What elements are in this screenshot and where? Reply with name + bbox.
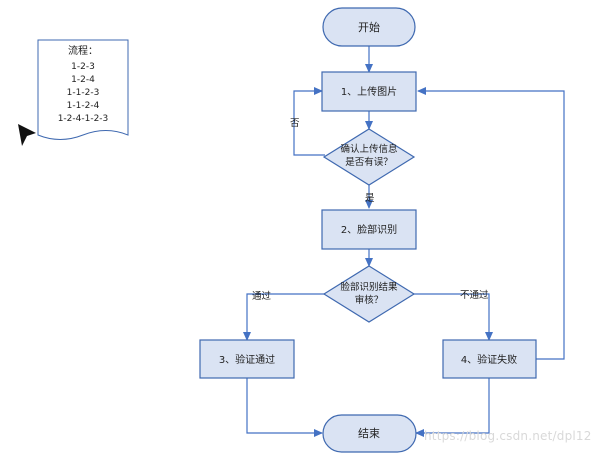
fail-box [442, 339, 537, 379]
edge-result-pass [243, 293, 325, 341]
face-box [321, 209, 417, 250]
edge-result-fail [413, 293, 493, 341]
note-line: 1-2-4-1-2-3 [58, 114, 109, 124]
node-result: 脸部识别结果 审核？ [322, 265, 416, 323]
confirm-label-line2: 是否有误？ [345, 156, 393, 168]
result-label-line1: 脸部识别结果 [340, 281, 398, 293]
start-terminal [322, 7, 416, 47]
node-pass: 3、验证通过 [199, 339, 295, 379]
start-label: 开始 [358, 20, 380, 34]
edge-label-pass: 通过 [252, 290, 272, 302]
edge-label-yes: 是 [365, 193, 375, 204]
node-face: 2、脸部识别 [321, 209, 417, 250]
pass-label: 3、验证通过 [219, 353, 275, 366]
fail-label: 4、验证失败 [461, 353, 517, 366]
pass-box [199, 339, 295, 379]
node-upload: 1、上传图片 [321, 71, 417, 112]
edge-label-no: 否 [290, 118, 300, 129]
node-fail: 4、验证失败 [442, 339, 537, 379]
note-line: 1-2-4 [71, 75, 95, 85]
note-line: 1-1-2-4 [67, 101, 100, 111]
upload-box [321, 71, 417, 112]
edge-fail-retry [417, 87, 565, 360]
face-label: 2、脸部识别 [341, 223, 397, 236]
confirm-diamond [322, 128, 416, 186]
result-label-line2: 审核？ [355, 294, 384, 306]
edge-pass-end [246, 378, 323, 437]
note-shape [37, 39, 129, 140]
connectors [243, 46, 565, 437]
node-confirm: 确认上传信息 是否有误？ [322, 128, 416, 186]
note-line: 1-1-2-3 [67, 88, 100, 98]
process-note: 流程： 1-2-3 1-2-4 1-1-2-3 1-1-2-4 1-2-4-1-… [37, 39, 129, 140]
result-diamond [322, 265, 416, 323]
edge-confirm-no [293, 87, 325, 156]
cursor-icon [18, 124, 36, 146]
node-end: 结束 [322, 414, 417, 453]
note-line: 1-2-3 [71, 62, 95, 72]
edge-fail-end [415, 378, 490, 437]
watermark-text: https://blog.csdn.net/dpl12 [424, 429, 592, 443]
end-label: 结束 [358, 427, 380, 440]
end-terminal [322, 414, 417, 453]
node-start: 开始 [322, 7, 416, 47]
note-title: 流程： [68, 44, 98, 57]
edge-label-not-pass: 不通过 [460, 289, 489, 301]
confirm-label-line1: 确认上传信息 [340, 143, 397, 155]
upload-label: 1、上传图片 [341, 85, 397, 98]
